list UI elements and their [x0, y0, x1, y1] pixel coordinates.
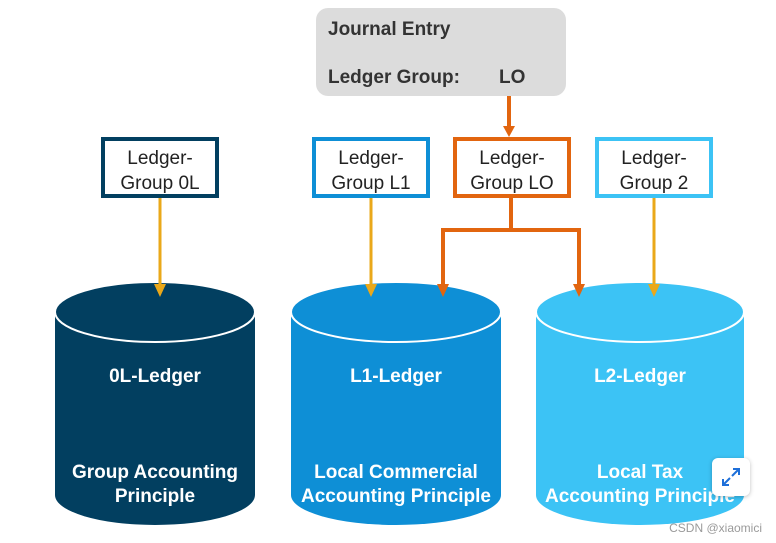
ledger-group-box-lo: Ledger- Group LO — [453, 137, 571, 198]
ledger-l1-title: L1-Ledger — [350, 366, 442, 387]
ledger-group-value: LO — [499, 67, 525, 88]
arrow-2-to-ledger — [648, 198, 660, 297]
ledger-group-l1-line1: Ledger- — [338, 148, 404, 169]
ledger-group-box-2: Ledger- Group 2 — [595, 137, 713, 198]
expand-button[interactable] — [712, 458, 750, 496]
ledger-group-box-l1: Ledger- Group L1 — [312, 137, 430, 198]
cylinder-l2-ledger: L2-Ledger Local Tax Accounting Principle — [535, 281, 745, 525]
journal-to-lo-arrowhead — [503, 126, 515, 137]
ledger-group-0l-line2: Group 0L — [120, 173, 199, 194]
journal-entry-title: Journal Entry — [328, 19, 451, 40]
expand-icon — [722, 468, 740, 486]
watermark: CSDN @xiaomici — [669, 521, 762, 535]
ledger-l1-desc-line1: Local Commercial — [314, 462, 478, 483]
ledger-group-lo-line2: Group LO — [470, 173, 553, 194]
ledger-group-2-line2: Group 2 — [620, 173, 689, 194]
arrow-l1-to-ledger — [365, 198, 377, 297]
ledger-0l-desc-line1: Group Accounting — [72, 462, 238, 483]
ledger-l2-desc-line2: Accounting Principle — [545, 486, 735, 507]
ledger-group-label: Ledger Group: — [328, 67, 460, 88]
ledger-l2-desc-line1: Local Tax — [597, 462, 684, 483]
cylinder-l1-ledger: L1-Ledger Local Commercial Accounting Pr… — [290, 281, 502, 525]
cylinder-0l-ledger: 0L-Ledger Group Accounting Principle — [54, 281, 256, 525]
ledger-group-l1-line2: Group L1 — [331, 173, 410, 194]
arrow-lo-to-l1-head — [437, 284, 449, 297]
ledger-l2-title: L2-Ledger — [594, 366, 686, 387]
ledger-0l-desc-line2: Principle — [115, 486, 195, 507]
ledger-group-2-line1: Ledger- — [621, 148, 687, 169]
ledger-l1-desc-line2: Accounting Principle — [301, 486, 491, 507]
ledger-group-lo-line1: Ledger- — [479, 148, 545, 169]
arrow-lo-to-l2-head — [573, 284, 585, 297]
ledger-group-box-0l: Ledger- Group 0L — [101, 137, 219, 198]
ledger-group-0l-line1: Ledger- — [127, 148, 193, 169]
arrow-0l-to-ledger — [154, 198, 166, 297]
ledger-0l-title: 0L-Ledger — [109, 366, 201, 387]
journal-entry-box: Journal Entry Ledger Group: LO — [316, 8, 566, 96]
arrow-lo-split — [437, 198, 585, 297]
